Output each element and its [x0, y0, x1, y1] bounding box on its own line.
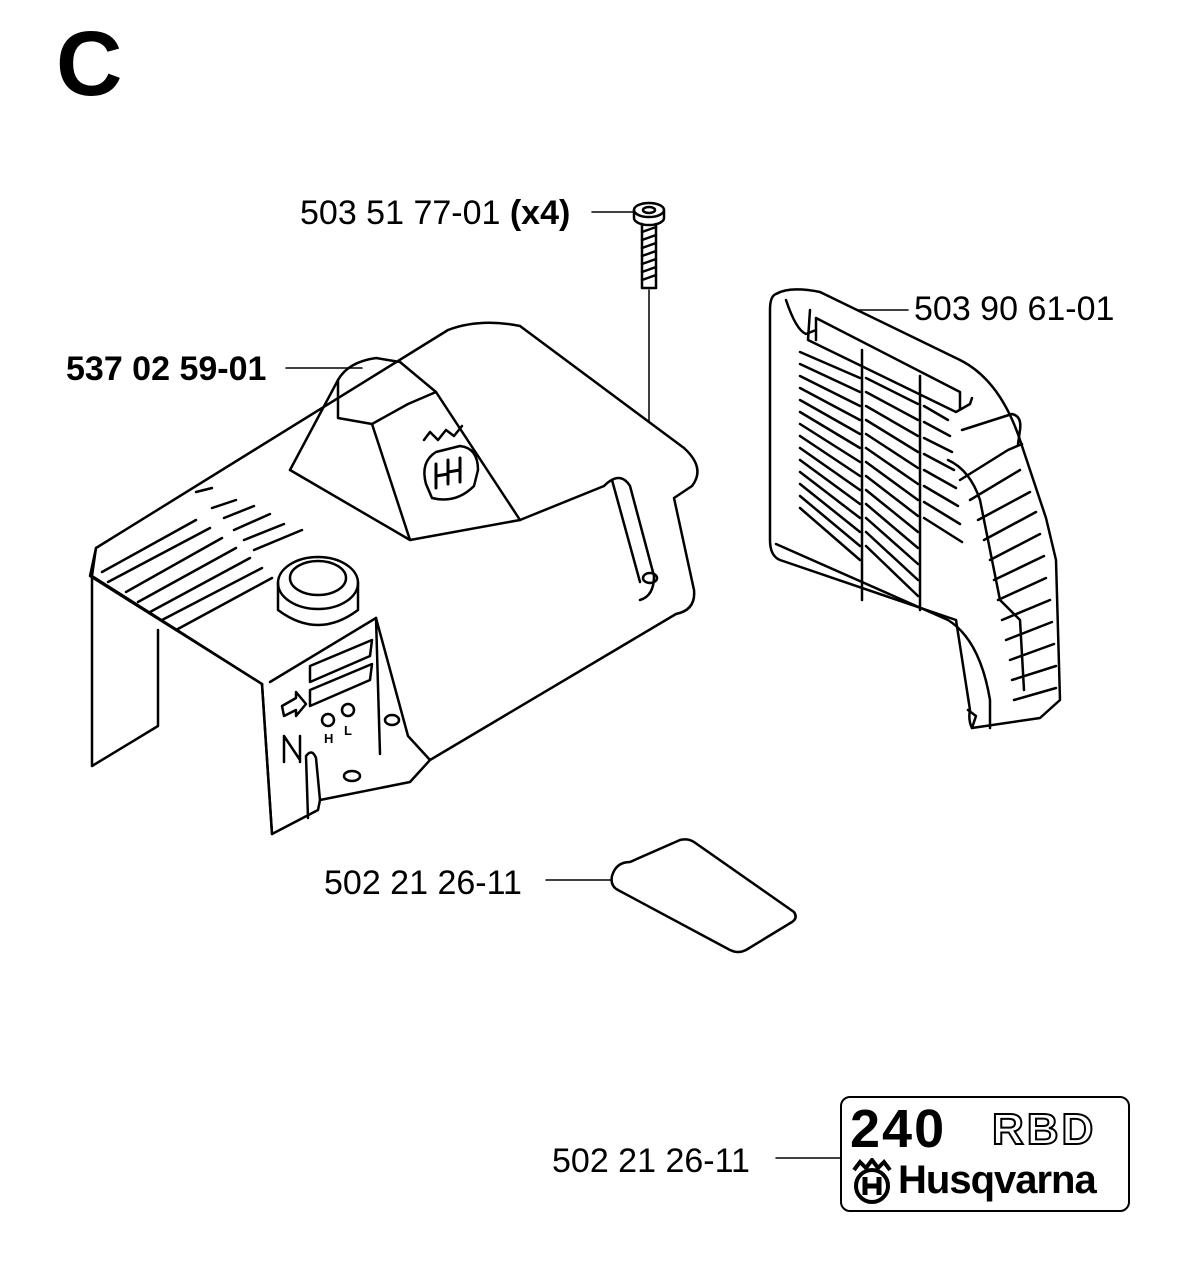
section-letter: C — [56, 13, 123, 115]
model-decal: 240 RBD Husqvarna — [840, 1096, 1130, 1212]
label-plate-part — [610, 838, 797, 954]
decal-model-suffix: RBD — [991, 1105, 1097, 1154]
part-label-decal: 502 21 26-11 — [552, 1142, 750, 1180]
cylinder-cover-part — [88, 321, 699, 836]
part-label-cover: 537 02 59-01 — [66, 350, 267, 388]
part-number-screw: 503 51 77-01 — [300, 194, 501, 232]
part-label-screw: 503 51 77-01 (x4) — [300, 196, 570, 230]
decal-brand-name: Husqvarna — [898, 1158, 1097, 1202]
part-quantity-screw: (x4) — [509, 194, 571, 232]
cover-marking-l: L — [344, 723, 352, 738]
cover-marking-h: H — [324, 731, 334, 746]
part-label-grille: 503 90 61-01 — [914, 290, 1115, 328]
air-intake-grille-part — [768, 288, 1062, 730]
decal-model-number: 240 — [850, 1099, 947, 1159]
part-label-plate: 502 21 26-11 — [324, 864, 522, 902]
husqvarna-logo-icon — [852, 1158, 892, 1204]
